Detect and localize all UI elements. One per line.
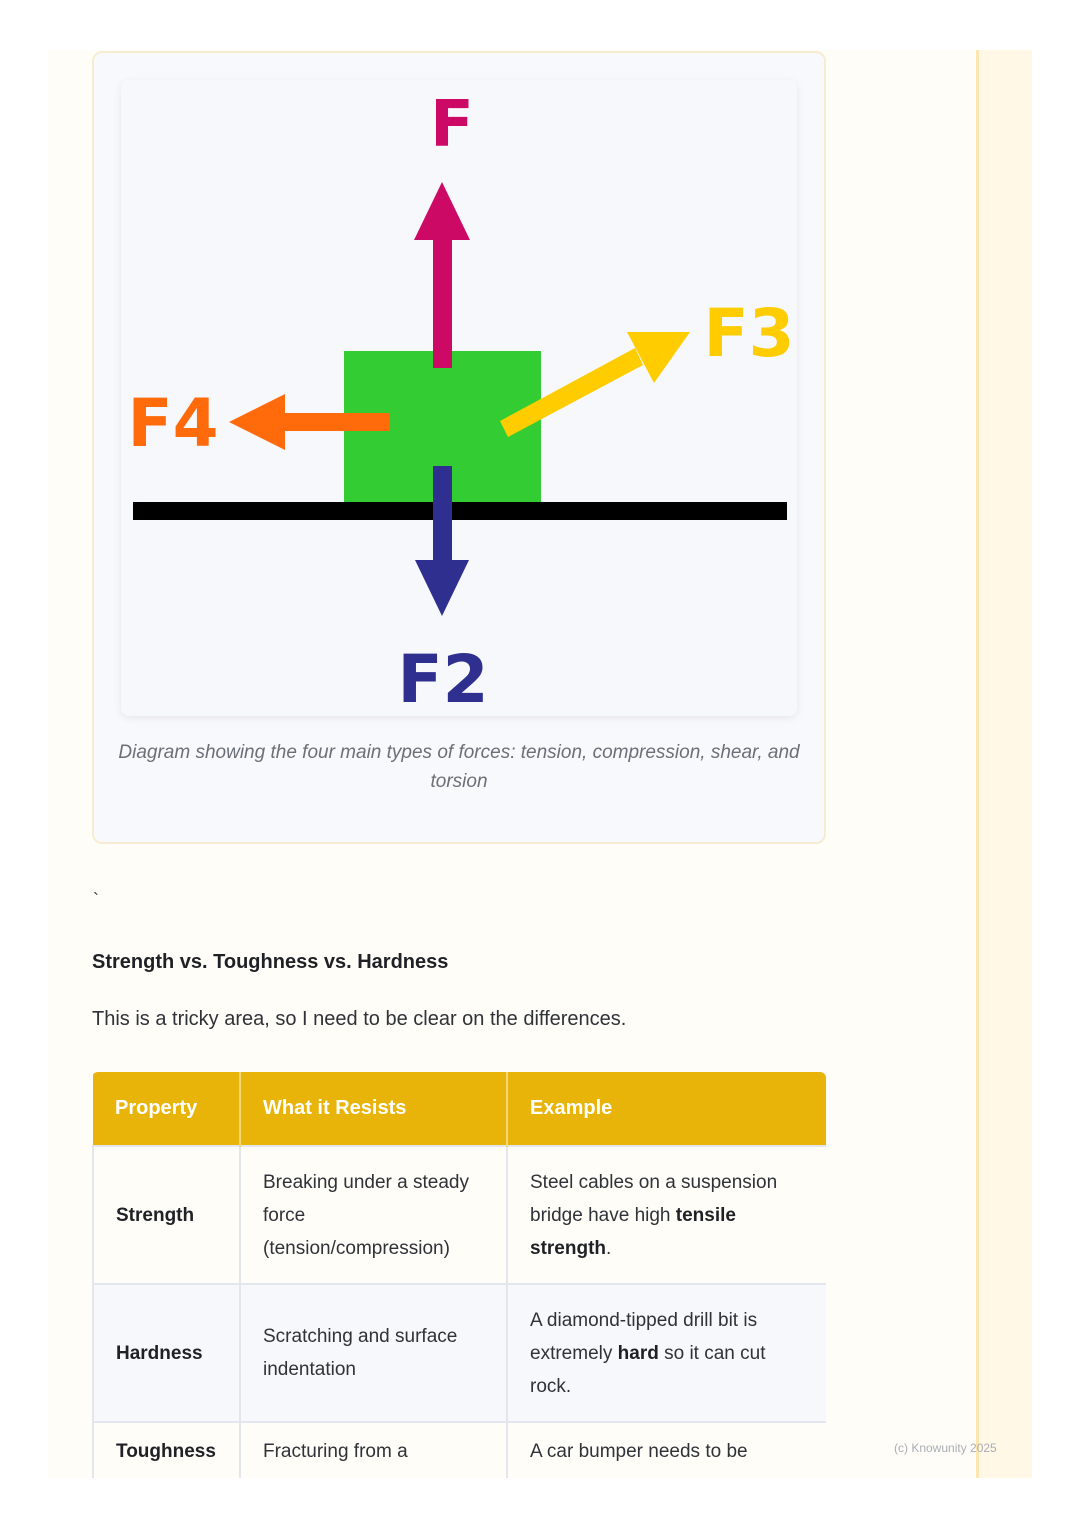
stray-backtick: ` xyxy=(93,890,99,910)
label-f2: F2 xyxy=(397,641,488,716)
section-heading: Strength vs. Toughness vs. Hardness xyxy=(92,951,449,973)
properties-table-wrapper: Property What it Resists Example Strengt… xyxy=(92,1072,826,1478)
header-property: Property xyxy=(93,1072,241,1146)
example-text: A car bumper needs to be xyxy=(530,1441,748,1462)
down-arrow xyxy=(415,466,469,616)
diagonal-arrow xyxy=(500,332,690,437)
figure-caption: Diagram showing the four main types of f… xyxy=(118,742,800,792)
example-text: A diamond-tipped drill bit is extremely xyxy=(530,1309,758,1364)
header-what-it-resists: What it Resists xyxy=(240,1072,508,1146)
cell-resists: Scratching and surface indentation xyxy=(239,1283,508,1423)
table-header-row: Property What it Resists Example xyxy=(93,1072,826,1146)
cell-property: Hardness xyxy=(92,1283,241,1423)
properties-table: Property What it Resists Example Strengt… xyxy=(92,1072,826,1478)
table-row: Hardness Scratching and surface indentat… xyxy=(92,1283,826,1423)
table-row: Toughness Fracturing from a A car bumper… xyxy=(92,1421,826,1478)
cell-property: Strength xyxy=(92,1145,241,1285)
section-intro: This is a tricky area, so I need to be c… xyxy=(92,1008,627,1030)
example-bold: hard xyxy=(617,1342,659,1364)
example-text: Steel cables on a suspension bridge have… xyxy=(530,1171,778,1226)
cell-resists: Breaking under a steady force (tension/c… xyxy=(239,1145,508,1285)
header-example: Example xyxy=(507,1072,826,1146)
force-diagram: F F3 F4 F2 xyxy=(121,80,797,716)
up-arrow xyxy=(414,182,470,368)
table-row: Strength Breaking under a steady force (… xyxy=(92,1145,826,1285)
right-margin-strip xyxy=(976,50,1032,1478)
cell-example: A car bumper needs to be xyxy=(506,1421,826,1478)
label-f3: F3 xyxy=(703,295,794,372)
example-text-end: so it can cut rock. xyxy=(530,1342,766,1397)
left-arrow xyxy=(229,394,389,450)
force-diagram-svg: F F3 F4 F2 xyxy=(127,88,794,716)
label-f: F xyxy=(430,88,474,162)
ground-line xyxy=(133,502,787,520)
label-f4: F4 xyxy=(127,385,218,462)
cell-example: Steel cables on a suspension bridge have… xyxy=(506,1145,826,1285)
example-text-end: . xyxy=(606,1237,612,1259)
cell-example: A diamond-tipped drill bit is extremely … xyxy=(506,1283,826,1423)
cell-property: Toughness xyxy=(92,1421,241,1478)
copyright-footer: (c) Knowunity 2025 xyxy=(894,1441,997,1455)
cell-resists: Fracturing from a xyxy=(239,1421,508,1478)
example-bold: tensile strength xyxy=(530,1204,736,1259)
